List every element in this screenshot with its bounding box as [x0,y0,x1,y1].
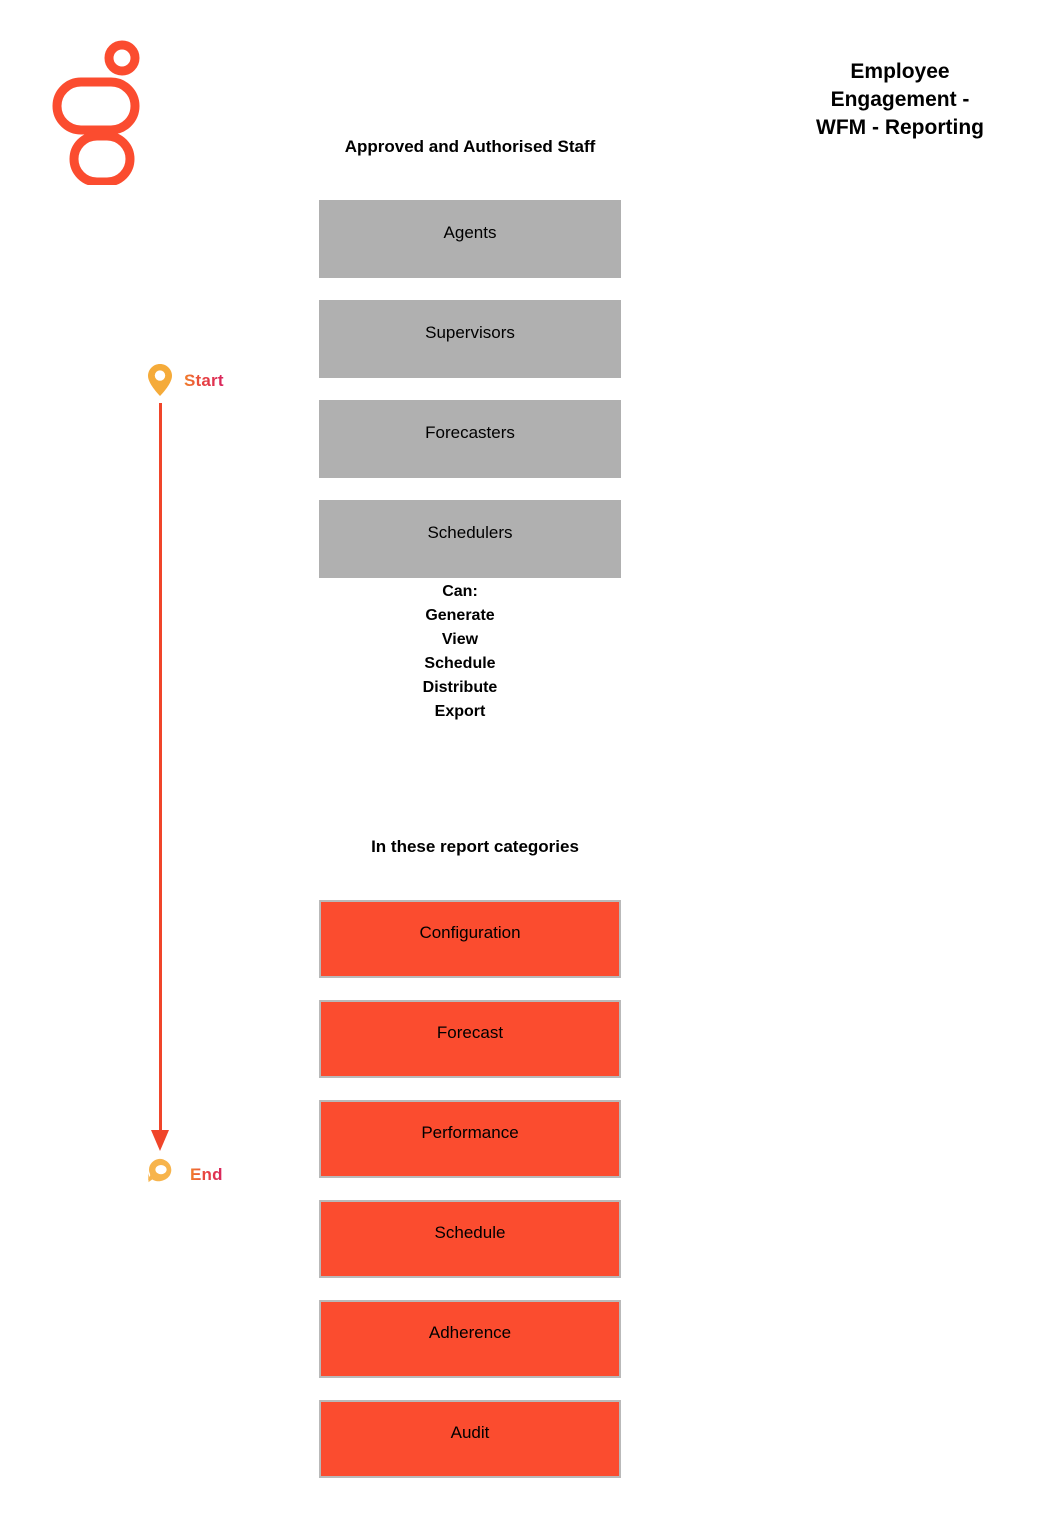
staff-box-schedulers[interactable]: Schedulers [319,500,621,578]
company-logo [52,40,152,187]
staff-box-supervisors[interactable]: Supervisors [319,300,621,378]
page-title-line-1: Employee [850,60,950,83]
flow-rail: Start End [140,355,260,1205]
category-box-configuration[interactable]: Configuration [319,900,621,978]
category-box-label: Audit [450,1423,490,1442]
staff-box-forecasters[interactable]: Forecasters [319,400,621,478]
page-title: Employee Engagement - WFM - Reporting [750,58,1050,142]
category-section-heading: In these report categories [371,837,579,856]
category-box-label: Adherence [428,1323,512,1342]
staff-box-stack: Agents Supervisors Forecasters Scheduler… [319,200,621,600]
page-title-line-2: Engagement - [830,88,970,111]
staff-box-agents[interactable]: Agents [319,200,621,278]
category-box-schedule[interactable]: Schedule [319,1200,621,1278]
category-box-label: Schedule [434,1223,506,1242]
capability-item: Generate [425,607,495,624]
flow-connector-lower [159,601,162,1134]
staff-section-heading: Approved and Authorised Staff [344,137,596,156]
start-pin-icon [147,363,173,397]
capability-item: Schedule [424,655,496,672]
staff-box-label: Supervisors [425,323,515,342]
staff-box-label: Agents [443,223,497,242]
category-box-audit[interactable]: Audit [319,1400,621,1478]
capability-item: Can: [442,583,478,600]
category-box-stack: Configuration Forecast Performance Sched… [319,900,621,1500]
capability-item: View [441,631,479,648]
category-box-performance[interactable]: Performance [319,1100,621,1178]
flow-connector-upper [159,403,162,646]
staff-box-label: Schedulers [427,523,513,542]
end-pin-icon [147,1158,173,1192]
capabilities-list: Can: Generate View Schedule Distribute E… [320,580,600,724]
category-box-forecast[interactable]: Forecast [319,1000,621,1078]
capability-item: Export [434,703,486,720]
end-label: End [190,1165,223,1184]
category-box-label: Forecast [436,1023,504,1042]
staff-box-label: Forecasters [425,423,515,442]
capability-item: Distribute [422,679,498,696]
page-title-line-3: WFM - Reporting [816,116,984,139]
category-box-adherence[interactable]: Adherence [319,1300,621,1378]
flow-arrowhead-icon [151,1130,169,1151]
start-label: Start [184,371,224,390]
category-box-label: Configuration [419,923,521,942]
category-box-label: Performance [421,1123,519,1142]
